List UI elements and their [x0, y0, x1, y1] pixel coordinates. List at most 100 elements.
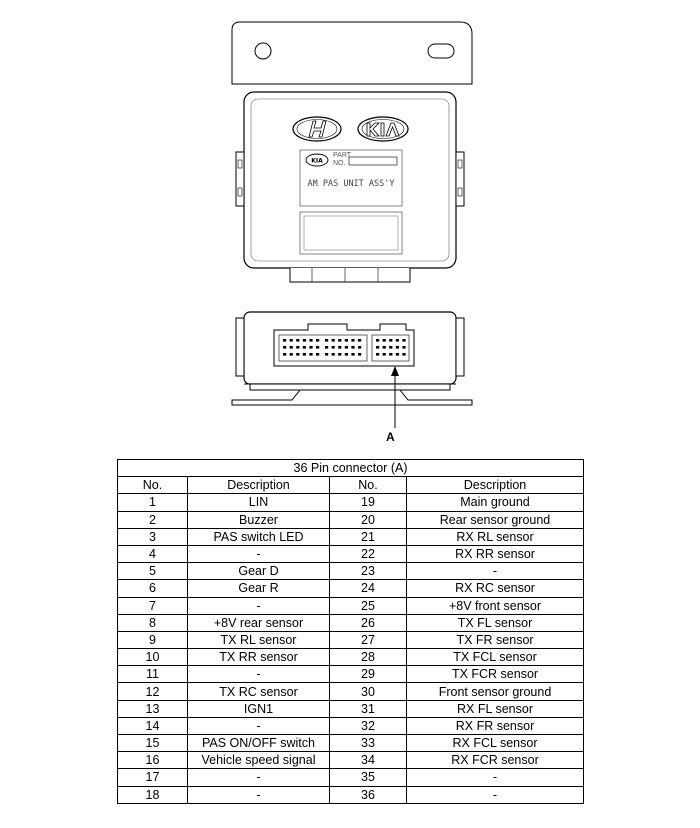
pin-description: RX RC sensor	[405, 579, 585, 598]
pin-description: RX FCR sensor	[405, 751, 585, 770]
pin-description: -	[187, 716, 330, 736]
pin-number: 22	[329, 544, 407, 564]
plate-kia-logo: KIA	[305, 153, 329, 167]
pin-description: Buzzer	[187, 510, 330, 529]
connector-pin	[289, 346, 293, 349]
pin-description: -	[187, 665, 330, 684]
pin-description: PAS ON/OFF switch	[187, 733, 330, 753]
pin-number: 30	[329, 682, 407, 701]
pin-description: RX FCL sensor	[405, 733, 585, 753]
connector-pin	[382, 353, 386, 356]
connector-pin	[382, 339, 386, 342]
pin-number: 11	[117, 665, 188, 684]
pin-description: Vehicle speed signal	[187, 751, 330, 770]
bracket-hole-left	[254, 42, 272, 60]
pin-description: RX RL sensor	[405, 527, 585, 546]
connector-pin	[302, 353, 306, 356]
pin-description: TX RC sensor	[187, 682, 330, 701]
pin-description: -	[187, 544, 330, 564]
connector-pin	[395, 339, 399, 342]
pin-description: PAS switch LED	[187, 527, 330, 546]
connector-pin	[402, 339, 406, 342]
svg-text:KIA: KIA	[311, 158, 323, 165]
base-plate	[231, 389, 473, 406]
pin-number: 36	[329, 785, 407, 804]
connector-pin	[389, 339, 393, 342]
connector-pin	[325, 353, 329, 356]
pin-number: 27	[329, 630, 407, 650]
connector-pin	[309, 346, 313, 349]
connector-pin	[296, 346, 300, 349]
connector-pin	[283, 339, 287, 342]
bottom-connector-top-view	[289, 268, 411, 283]
pin-description: TX FCL sensor	[405, 648, 585, 667]
connector-pin	[302, 339, 306, 342]
pin-number: 35	[329, 768, 407, 787]
pin-number: 34	[329, 751, 407, 770]
pin-number: 3	[117, 527, 188, 546]
connector-pin	[331, 353, 335, 356]
pin-number: 18	[117, 785, 188, 804]
pin-number: 28	[329, 648, 407, 667]
pin-connector-table: 36 Pin connector (A) No. Description No.…	[116, 458, 585, 804]
callout-label-a: A	[386, 430, 395, 444]
pin-description: -	[405, 785, 585, 804]
connector-pin	[351, 346, 355, 349]
pin-number: 29	[329, 665, 407, 684]
table-title: 36 Pin connector (A)	[116, 458, 585, 478]
pin-description: -	[187, 596, 330, 615]
connector-pin	[338, 353, 342, 356]
header-no-left: No.	[117, 476, 188, 495]
connector-pin	[289, 353, 293, 356]
connector-pin	[402, 353, 406, 356]
side-clip-right	[455, 151, 465, 207]
connector-pin	[376, 339, 380, 342]
pin-description: TX FCR sensor	[405, 665, 585, 684]
pin-number: 32	[329, 716, 407, 736]
pin-description: TX FL sensor	[405, 613, 585, 632]
part-label: PART	[333, 152, 352, 159]
connector-pin	[309, 353, 313, 356]
pin-description: TX FR sensor	[405, 630, 585, 650]
pin-number: 21	[329, 527, 407, 546]
connector-pin	[351, 353, 355, 356]
connector-pin	[289, 339, 293, 342]
bracket-hole-right	[427, 43, 455, 59]
pin-number: 5	[117, 562, 188, 581]
pin-number: 9	[117, 630, 188, 650]
connector-pin	[316, 339, 320, 342]
connector-pin	[344, 353, 348, 356]
pin-description: IGN1	[187, 699, 330, 718]
barcode-area	[299, 211, 403, 255]
pin-description: LIN	[187, 493, 330, 512]
connector-pin	[358, 353, 362, 356]
pin-description: RX RR sensor	[405, 544, 585, 564]
pin-number: 15	[117, 733, 188, 753]
pin-description: Front sensor ground	[405, 682, 585, 701]
header-description-right: Description	[405, 476, 585, 495]
connector-pin	[389, 353, 393, 356]
pin-number: 13	[117, 699, 188, 718]
connector-pin	[395, 353, 399, 356]
table-row: 17-35-	[117, 768, 585, 787]
pin-description: RX FL sensor	[405, 699, 585, 718]
connector-pin	[376, 353, 380, 356]
connector-pin	[302, 346, 306, 349]
connector-pin	[331, 346, 335, 349]
connector-pin	[344, 346, 348, 349]
pin-description: TX RR sensor	[187, 648, 330, 667]
kia-logo	[357, 116, 409, 142]
connector-pin	[402, 346, 406, 349]
connector-pin	[395, 346, 399, 349]
header-no-right: No.	[329, 476, 407, 495]
pin-number: 24	[329, 579, 407, 598]
